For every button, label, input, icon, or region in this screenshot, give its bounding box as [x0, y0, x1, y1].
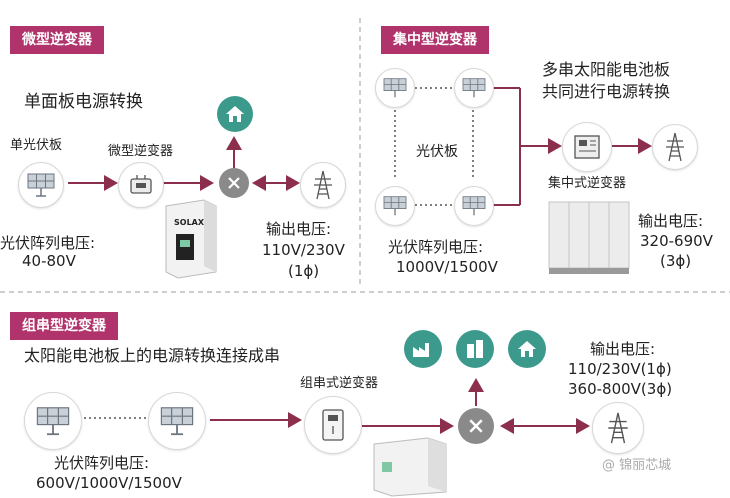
solar-panel-icon [24, 392, 82, 450]
transmission-tower-icon [592, 402, 644, 454]
micro-inverter-label: 微型逆变器 [108, 144, 174, 159]
central-output-value: 320-690V [640, 232, 713, 250]
central-inverter-badge: 集中型逆变器 [381, 26, 489, 54]
central-subtitle-line1: 多串太阳能电池板 [542, 60, 671, 79]
central-subtitle-line2: 共同进行电源转换 [542, 82, 671, 101]
central-inverter-label: 集中式逆变器 [548, 176, 627, 191]
string-inverter-label: 组串式逆变器 [300, 376, 379, 391]
house-icon [508, 330, 546, 368]
string-output-value-1: 110/230V(1ϕ) [568, 360, 672, 378]
solar-panel-icon [454, 186, 494, 226]
micro-subtitle: 单面板电源转换 [24, 92, 143, 112]
transmission-tower-icon [300, 162, 346, 208]
micro-output-label: 输出电压: [266, 220, 332, 238]
central-inverter-cabinet [545, 198, 633, 276]
solar-panel-icon [375, 68, 415, 108]
string-array-voltage-value: 600V/1000V/1500V [36, 474, 182, 492]
solar-panel-icon [375, 186, 415, 226]
string-output-value-2: 360-800V(3ϕ) [568, 380, 673, 398]
micro-array-voltage-value: 40-80V [22, 252, 76, 270]
solax-inverter-device: SOLAX [156, 198, 222, 280]
string-inverter-badge: 组串型逆变器 [10, 312, 118, 340]
central-panel-label: 光伏板 [416, 144, 458, 160]
solar-panel-icon [148, 392, 206, 450]
micro-array-voltage-label: 光伏阵列电压: [0, 234, 96, 252]
string-inverter-icon [304, 396, 362, 454]
watermark: @ 锦丽芯城 [602, 458, 672, 473]
solar-panel-icon [18, 162, 64, 208]
central-inverter-icon [562, 122, 612, 172]
solax-brand: SOLAX [174, 218, 205, 227]
transmission-tower-icon [652, 124, 698, 170]
central-output-phase: (3ϕ) [660, 252, 692, 270]
micro-output-value: 110V/230V [262, 241, 345, 259]
central-output-label: 输出电压: [638, 212, 704, 230]
micro-inverter-badge: 微型逆变器 [10, 26, 104, 54]
single-panel-label: 单光伏板 [10, 138, 63, 153]
house-icon [217, 96, 253, 132]
string-inverter-device [370, 436, 450, 497]
switch-x-icon [458, 408, 494, 444]
string-array-voltage-label: 光伏阵列电压: [54, 454, 150, 472]
string-output-label: 输出电压: [590, 340, 656, 358]
micro-output-phase: (1ϕ) [288, 262, 320, 280]
factory-icon [404, 330, 442, 368]
central-array-voltage-label: 光伏阵列电压: [388, 238, 484, 256]
solar-panel-icon [454, 68, 494, 108]
switch-x-icon [219, 168, 249, 198]
buildings-icon [456, 330, 494, 368]
micro-inverter-icon [118, 162, 164, 208]
string-subtitle: 太阳能电池板上的电源转换连接成串 [24, 346, 281, 365]
central-array-voltage-value: 1000V/1500V [396, 258, 498, 276]
